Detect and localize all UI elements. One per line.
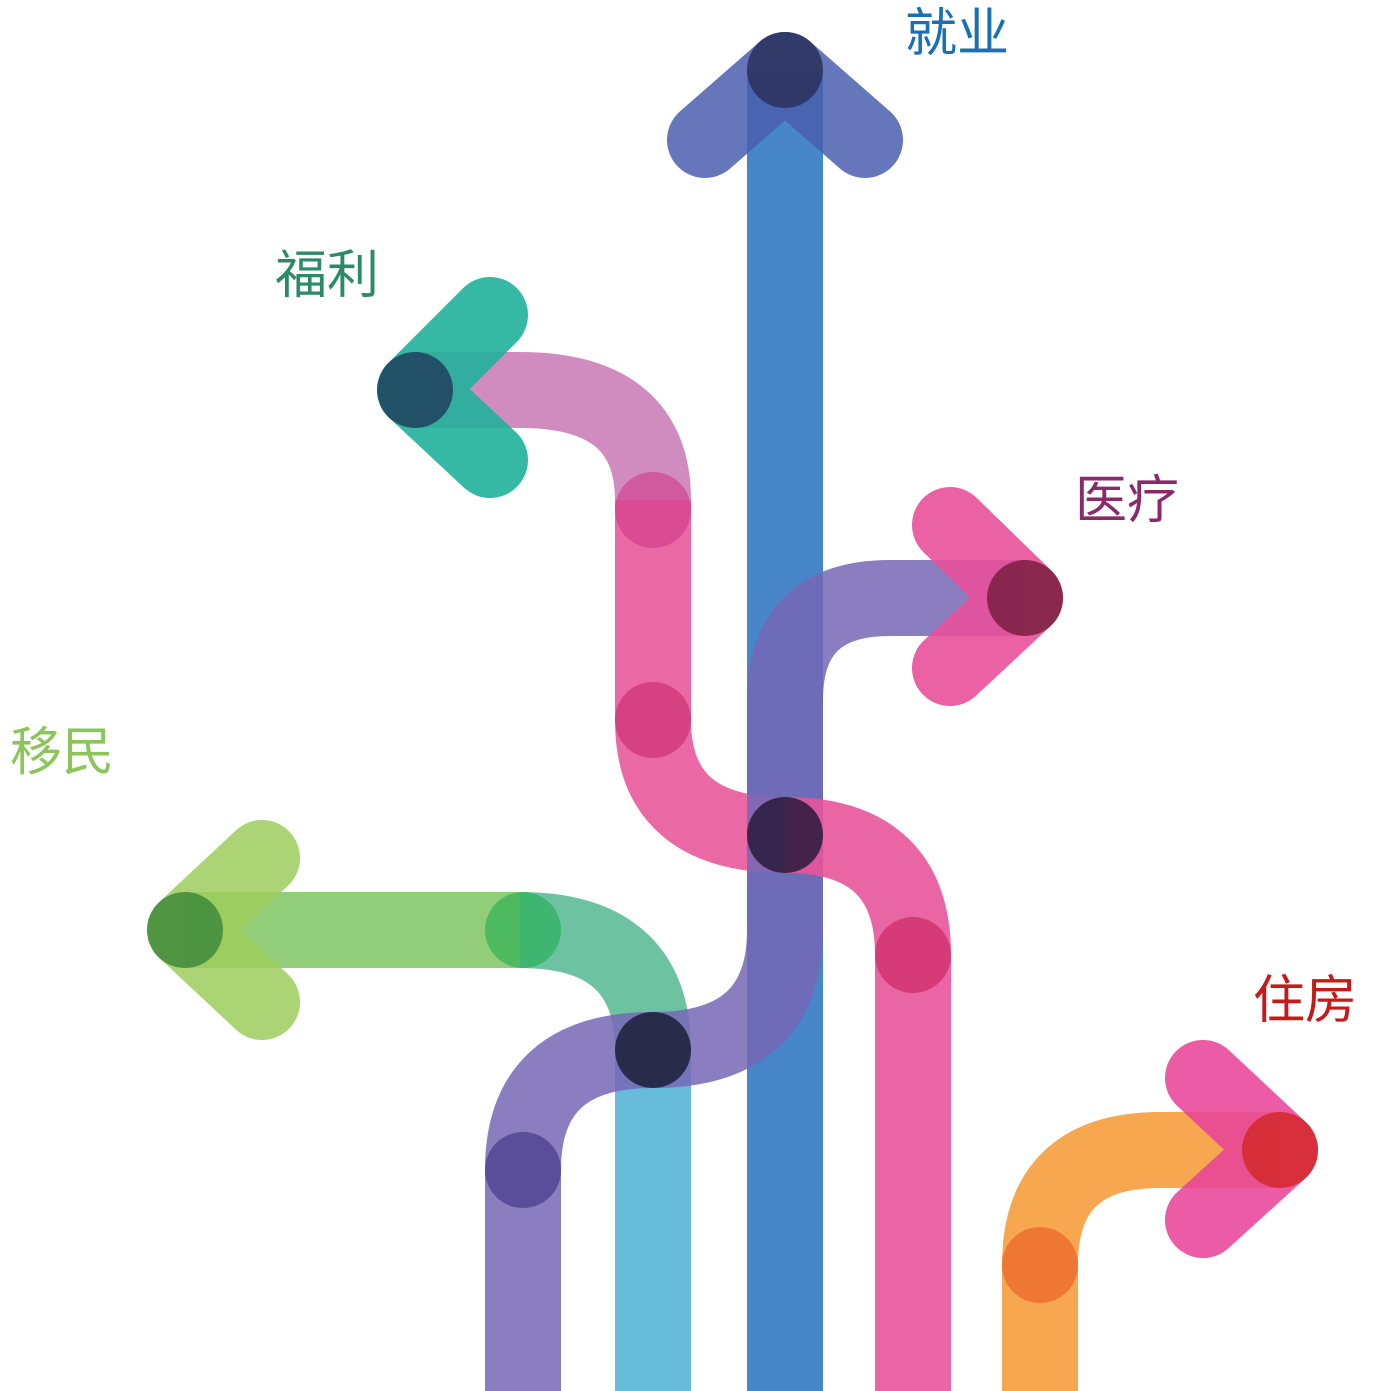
arrow-welfare [377,277,786,1391]
arrow-immigration [147,820,520,1040]
overlap-dots [147,32,1318,1303]
label-welfare: 福利 [275,246,380,306]
label-housing: 住房 [1253,971,1358,1031]
label-immigration: 移民 [10,723,115,783]
label-medical: 医疗 [1075,471,1180,531]
label-employment: 就业 [905,4,1010,64]
arrow-housing [1002,1040,1318,1391]
